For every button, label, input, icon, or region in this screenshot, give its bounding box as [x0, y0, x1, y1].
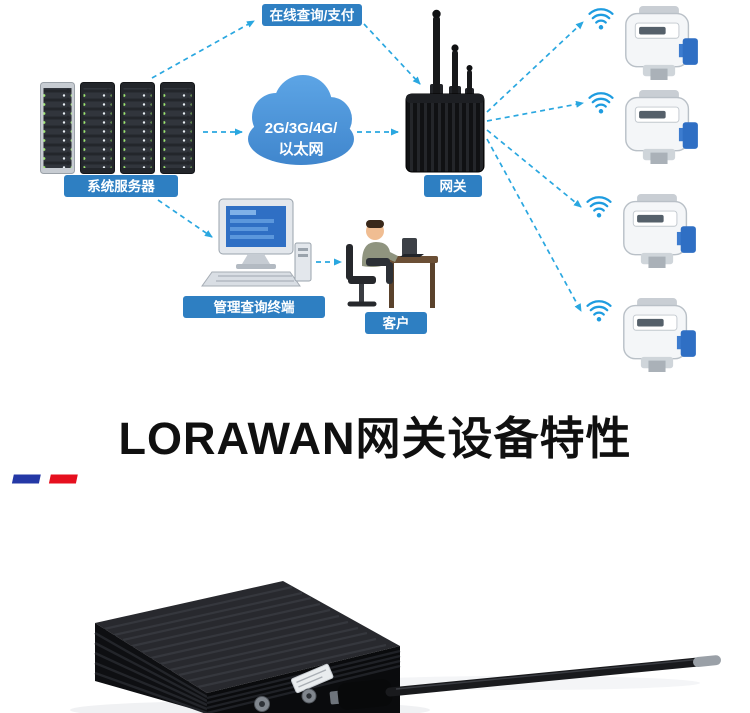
water-meter — [623, 194, 697, 268]
label-customer: 客户 — [382, 315, 410, 331]
cloud-text-line2: 以太网 — [278, 140, 323, 158]
antenna-tip — [693, 655, 721, 667]
wifi-icon — [588, 92, 614, 115]
device-sticker — [290, 663, 334, 694]
water-meter — [623, 298, 697, 372]
section-title: LORAWAN网关设备特性 — [118, 413, 632, 464]
network-cloud: 2G/3G/4G/ 以太网 — [248, 75, 354, 165]
divider-blue — [11, 474, 41, 484]
water-meters — [623, 6, 699, 372]
customer-figure — [346, 220, 438, 308]
label-gateway: 网关 — [440, 178, 467, 194]
divider-marks — [11, 474, 78, 484]
label-management-terminal: 管理查询终端 — [214, 299, 295, 315]
wifi-icon — [586, 300, 612, 323]
wifi-icon — [588, 8, 614, 31]
wifi-icons — [586, 8, 614, 323]
gateway-product-photo — [70, 581, 721, 713]
network-diagram: 2G/3G/4G/ 以太网 — [40, 4, 699, 372]
gateway-body — [94, 581, 401, 713]
left-fins — [94, 631, 208, 713]
server-tower — [160, 82, 195, 174]
water-meter — [625, 90, 699, 164]
wifi-icon — [586, 196, 612, 219]
management-terminal-computer — [201, 198, 312, 287]
label-system-server: 系统服务器 — [87, 178, 155, 194]
connector-lines — [151, 20, 584, 312]
diagram-labels — [64, 4, 482, 334]
label-online-payment: 在线查询/支付 — [270, 7, 355, 23]
gateway-antenna — [329, 655, 721, 710]
gateway-device — [405, 9, 485, 173]
title-block: LORAWAN网关设备特性 — [0, 402, 750, 467]
top-fins — [103, 585, 387, 689]
cloud-text-line1: 2G/3G/4G/ — [265, 120, 338, 137]
server-tower — [40, 82, 75, 174]
connector-glands — [254, 688, 317, 712]
title-divider — [0, 473, 750, 486]
divider-red — [48, 474, 78, 484]
server-tower — [120, 82, 155, 174]
water-meter — [625, 6, 699, 80]
server-rack — [40, 82, 195, 174]
server-tower — [80, 82, 115, 174]
